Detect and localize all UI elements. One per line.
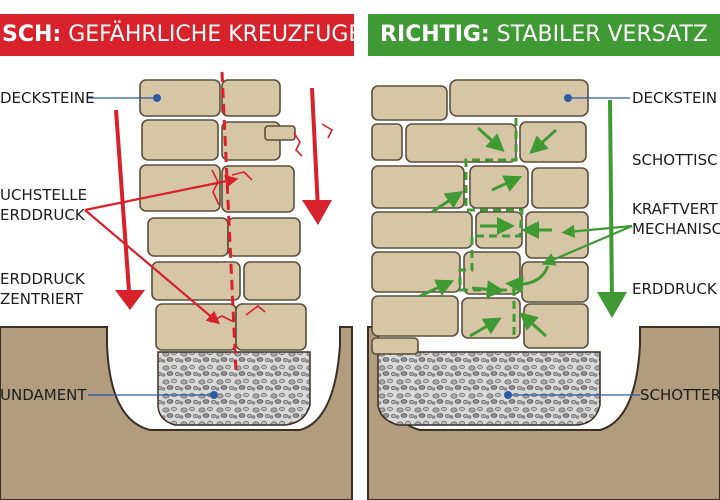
- label-kraft-line1: KRAFTVERT: [632, 200, 718, 218]
- label-kraft-line2: MECHANISC: [632, 220, 720, 238]
- pressure-arrows-left: [114, 87, 332, 310]
- right-panel-art: [367, 79, 720, 500]
- leaders-right: [510, 97, 640, 396]
- gravel-foundation-left: [157, 351, 311, 426]
- label-bruchstelle-line1: UCHSTELLE: [0, 186, 88, 204]
- left-title-banner: SCH: GEFÄHRLICHE KREUZFUGEN: [0, 14, 354, 56]
- label-erddruck-left-line2: ZENTRIERT: [0, 290, 83, 308]
- soil-left: [0, 326, 353, 500]
- callouts-left: [84, 174, 239, 325]
- label-erddruck-left-line1: ERDDRUCK: [0, 270, 85, 288]
- stones-left: [139, 79, 307, 351]
- right-title-prefix: RICHTIG:: [380, 22, 490, 47]
- stones-right: [371, 79, 589, 355]
- leaders-left: [88, 97, 212, 396]
- label-decksteine-right: DECKSTEIN: [632, 89, 718, 107]
- label-schottisch: SCHOTTISC: [632, 151, 718, 169]
- label-fundament: UNDAMENT: [0, 386, 87, 404]
- gravel-foundation-right: [377, 351, 601, 426]
- left-title-text: GEFÄHRLICHE KREUZFUGEN: [68, 22, 354, 47]
- right-title-banner: RICHTIG: STABILER VERSATZ: [368, 14, 720, 56]
- joint-line-left: [220, 71, 238, 373]
- label-erddruck-right: ERDDRUCK: [632, 280, 717, 298]
- left-title-prefix: SCH:: [2, 22, 62, 47]
- label-schotter: SCHOTTER: [640, 386, 720, 404]
- left-panel-art: [0, 71, 353, 500]
- callouts-right: [541, 224, 633, 266]
- right-title-text: STABILER VERSATZ: [496, 22, 708, 47]
- force-arrows-right: [419, 126, 558, 338]
- offset-joint-path: [458, 118, 524, 340]
- label-decksteine-left: DECKSTEINE: [0, 89, 95, 107]
- pressure-arrow-right: [597, 99, 627, 318]
- label-bruchstelle-line2: ERDDRUCK: [0, 206, 85, 224]
